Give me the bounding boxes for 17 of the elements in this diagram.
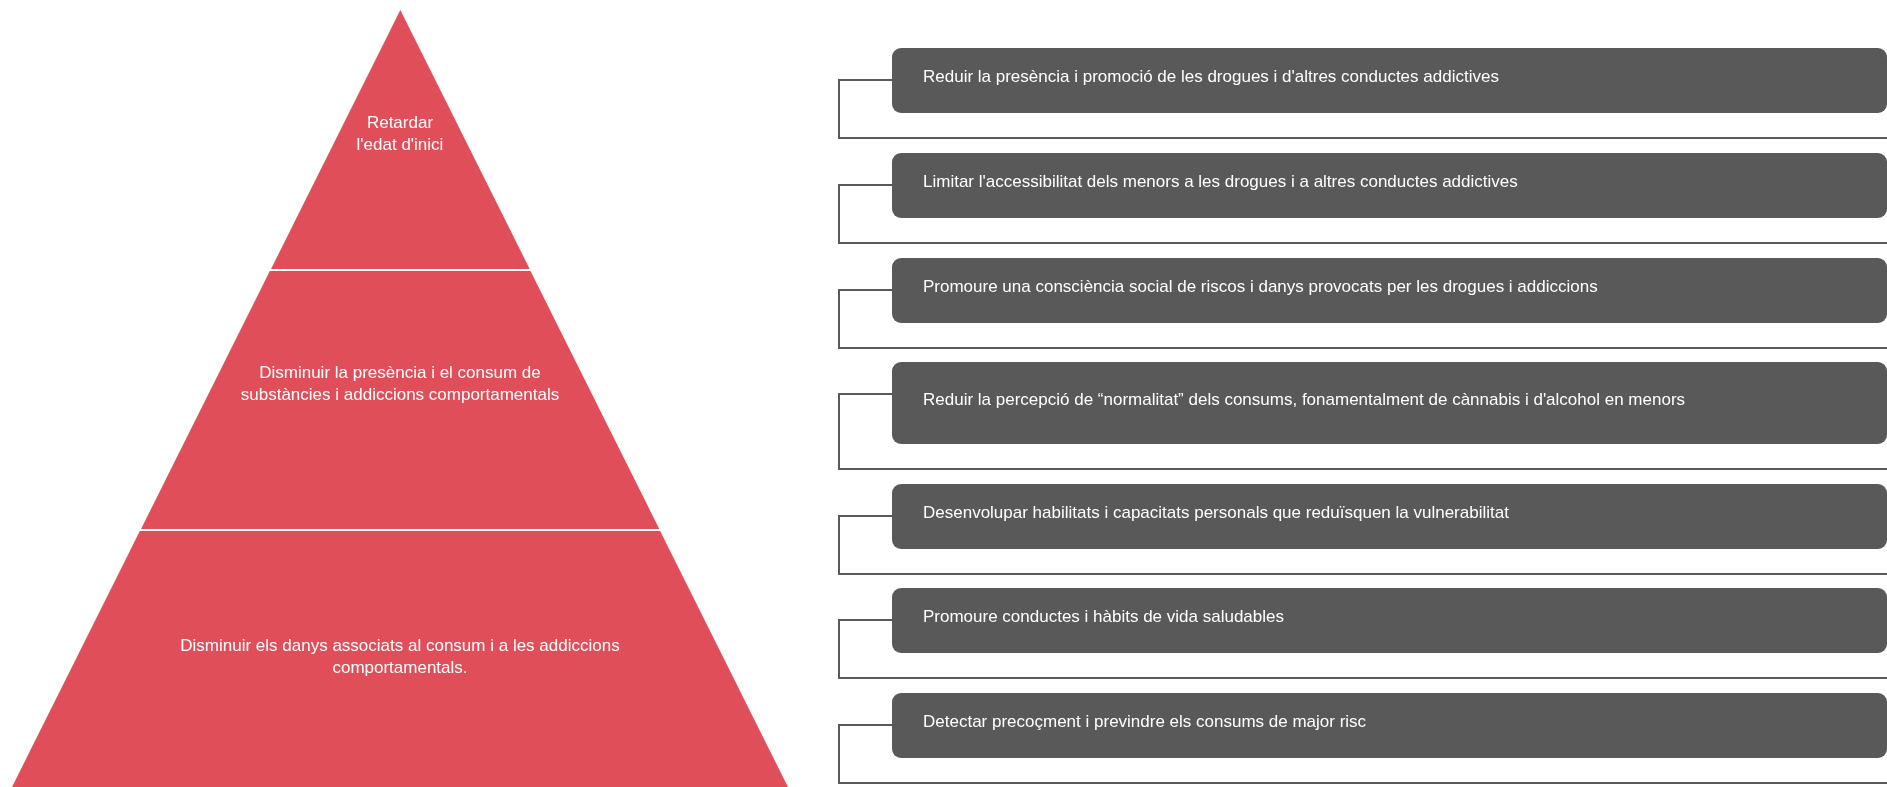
objective-box (892, 693, 1887, 758)
objective-text: Reduir la presència i promoció de les drogues i d'altres conductes addictives (923, 66, 1499, 89)
tier-label: Disminuir la presència i el consum de substàncies i addiccions comportamentals (239, 362, 561, 407)
objective-text: Reduir la percepció de “normalitat” dels consums, fonamentalment de cànnabis i d'alcohol en menors (923, 388, 1686, 411)
objective-box (892, 588, 1887, 653)
tier-label: Retardar l'edat d'inici (355, 112, 445, 157)
objective-text: Limitar l'accessibilitat dels menors a les drogues i a altres conductes addictives (923, 171, 1518, 194)
objective-text: Promoure conductes i hàbits de vida saludables (923, 606, 1284, 629)
objective-box (892, 48, 1887, 113)
objective-box (892, 362, 1887, 444)
objective-text: Promoure una consciència social de riscos i danys provocats per les drogues i addiccions (923, 276, 1598, 299)
objective-text: Detectar precoçment i previndre els consums de major risc (923, 711, 1367, 734)
objective-box (892, 258, 1887, 323)
objective-box (892, 484, 1887, 549)
tier-label: Disminuir els danys associats al consum i a les addiccions comportamentals. (179, 635, 621, 680)
objective-box (892, 153, 1887, 218)
objective-text: Desenvolupar habilitats i capacitats personals que reduïsquen la vulnerabilitat (923, 502, 1509, 525)
